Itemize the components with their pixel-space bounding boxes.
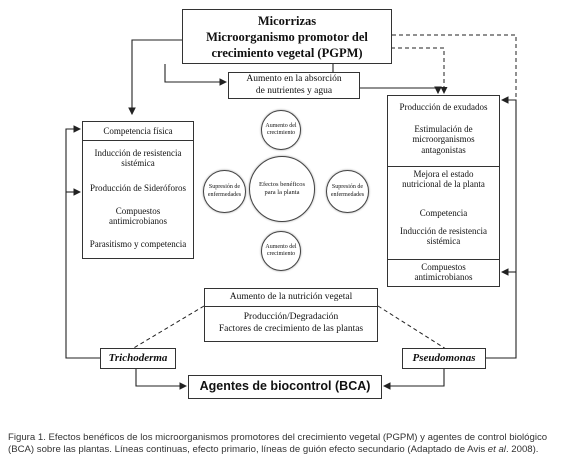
left-item: Parasitismo y competencia — [89, 239, 187, 249]
right-item: Mejora el estado nutricional de la plant… — [402, 169, 485, 190]
nutricion-line3: Factores de crecimiento de las plantas — [218, 324, 364, 334]
trichoderma-effects-box: Competencia física Inducción de resisten… — [82, 121, 194, 259]
disease-suppression-circle-left: Supresión de enfermedades — [203, 170, 246, 213]
absorcion-line1: Aumento en la absorción — [246, 74, 342, 84]
right-item: Producción de exudados — [399, 102, 488, 112]
caption-text: Figura 1. Efectos benéficos de los micro… — [8, 432, 548, 456]
pgpm-title-line2: Microorganismo promotor del — [206, 30, 368, 44]
right-item: Inducción de resistencia sistémica — [400, 226, 487, 247]
effects-center-circle: Efectos benéficos para la planta — [249, 156, 315, 222]
pseudomonas-effects-box: Producción de exudados Estimulación de m… — [387, 95, 500, 287]
trichoderma-box: Trichoderma — [100, 348, 176, 369]
trichoderma-label: Trichoderma — [108, 352, 168, 364]
bca-box: Agentes de biocontrol (BCA) — [188, 375, 382, 399]
disease-suppression-circle-right: Supresión de enfermedades — [326, 170, 369, 213]
pseudomonas-label: Pseudomonas — [412, 352, 476, 364]
growth-circle-top: Aumento del crecimiento — [261, 110, 301, 150]
left-item: Producción de Sideróforos — [90, 183, 186, 193]
right-item: Estimulación de microorganismos antagoni… — [412, 124, 475, 155]
left-item: Compuestos antimicrobianos — [109, 206, 167, 227]
right-mid-section: Mejora el estado nutricional de la plant… — [388, 166, 499, 260]
caption-text-end: . 2008). — [505, 444, 539, 456]
caption-italic: et al — [487, 444, 506, 456]
nutricion-line1: Aumento de la nutrición vegetal — [205, 289, 377, 307]
left-item: Inducción de resistencia sistémica — [94, 148, 182, 169]
nutricion-line2: Producción/Degradación — [243, 312, 339, 322]
absorcion-line2: de nutrientes y agua — [255, 86, 333, 96]
nutricion-box: Aumento de la nutrición vegetal Producci… — [204, 288, 378, 342]
right-item: Compuestos antimicrobianos — [414, 262, 473, 283]
pseudomonas-box: Pseudomonas — [402, 348, 486, 369]
right-item: Competencia — [419, 208, 468, 218]
figure-caption: Figura 1. Efectos benéficos de los micro… — [8, 432, 574, 457]
absorcion-box: Aumento en la absorción de nutrientes y … — [228, 72, 360, 99]
pgpm-title-line1: Micorrizas — [257, 14, 317, 28]
right-top-section: Producción de exudados Estimulación de m… — [388, 96, 499, 167]
growth-circle-bottom: Aumento del crecimiento — [261, 231, 301, 271]
bca-label: Agentes de biocontrol (BCA) — [199, 379, 371, 393]
pgpm-box: Micorrizas Microorganismo promotor del c… — [182, 9, 392, 64]
pgpm-title-line3: crecimiento vegetal (PGPM) — [211, 46, 363, 60]
competencia-fisica-header: Competencia física — [83, 122, 193, 141]
